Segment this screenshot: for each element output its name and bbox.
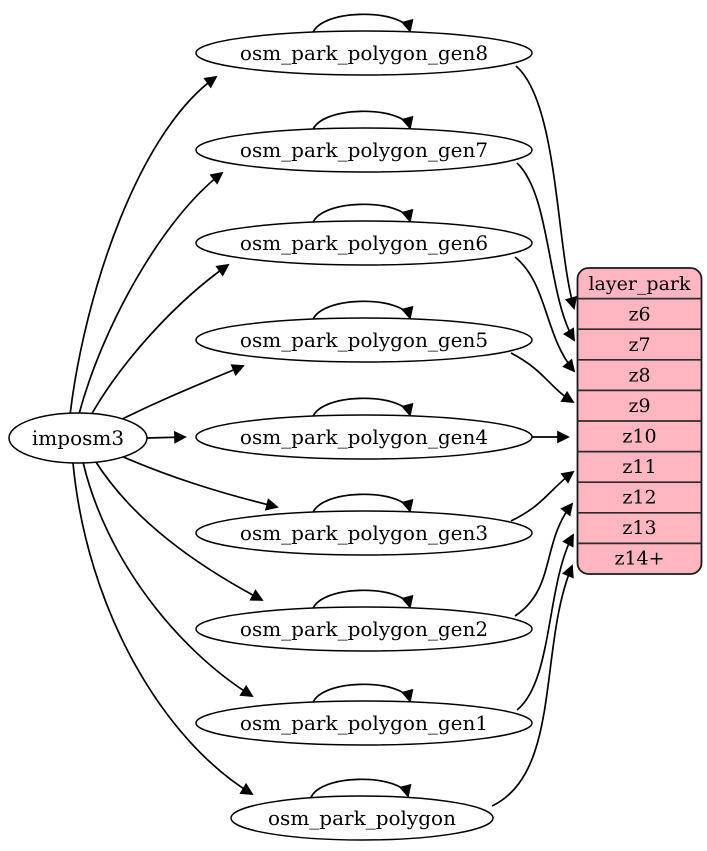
self-loop-gen5 — [311, 300, 414, 324]
node-ellipse — [195, 414, 533, 460]
edge-gen8-to-z6 — [515, 65, 578, 310]
edge-imposm3-to-gen6 — [89, 263, 230, 418]
self-loop-gen3 — [311, 493, 414, 517]
layer-row-z13: z13 — [622, 517, 656, 539]
layer-row-z6: z6 — [628, 304, 650, 326]
node-ellipse — [195, 30, 533, 76]
node-label: osm_park_polygon_gen2 — [240, 617, 488, 641]
node-imposm3: imposm3 — [8, 412, 148, 464]
edge-gen3-to-z11 — [510, 470, 575, 522]
self-loop-gen1 — [311, 683, 414, 707]
node-osm-park-polygon-gen8: osm_park_polygon_gen8 — [195, 30, 533, 76]
edge-gen1-to-z13 — [516, 533, 574, 711]
node-ellipse — [230, 795, 494, 841]
layer-row-z9: z9 — [628, 395, 650, 417]
node-label: osm_park_polygon_gen3 — [240, 521, 488, 545]
self-loop-osm-park-polygon — [309, 778, 412, 802]
layer-row-z7: z7 — [628, 334, 650, 356]
node-label: osm_park_polygon — [268, 806, 456, 830]
node-osm-park-polygon-gen6: osm_park_polygon_gen6 — [195, 220, 533, 266]
edge-gen6-to-z8 — [514, 256, 576, 373]
self-loop-gen7 — [311, 110, 414, 134]
node-osm-park-polygon-gen5: osm_park_polygon_gen5 — [195, 317, 533, 363]
layer-row-z10: z10 — [622, 426, 656, 448]
edge-gen5-to-z9 — [510, 352, 575, 403]
edges-tables-to-layer — [491, 65, 578, 807]
edge-imposm3-to-gen2 — [93, 458, 264, 601]
edges-source-to-tables — [69, 75, 279, 795]
node-label: osm_park_polygon_gen1 — [240, 711, 488, 735]
layer-row-z8: z8 — [628, 365, 650, 387]
edge-imposm3-to-gen7 — [78, 171, 224, 415]
node-imposm3-label: imposm3 — [32, 426, 124, 450]
edge-imposm3-to-gen4 — [146, 430, 187, 444]
self-loop-gen4 — [311, 397, 414, 421]
self-loop-edges — [309, 13, 414, 802]
edge-imposm3-to-gen1 — [82, 461, 254, 698]
node-osm-park-polygon: osm_park_polygon — [230, 795, 494, 841]
self-loop-gen8 — [311, 13, 414, 37]
edge-gen2-to-z12 — [514, 502, 574, 617]
layer-table-header: layer_park — [588, 273, 691, 295]
node-osm-park-polygon-gen2: osm_park_polygon_gen2 — [195, 606, 533, 652]
node-label: osm_park_polygon_gen6 — [240, 231, 488, 255]
edge-imposm3-to-gen8 — [69, 75, 218, 416]
node-ellipse — [195, 700, 533, 746]
layer-row-z14plus: z14+ — [614, 548, 664, 570]
node-ellipse — [195, 606, 533, 652]
node-osm-park-polygon-gen4: osm_park_polygon_gen4 — [195, 414, 533, 460]
node-ellipse — [195, 510, 533, 556]
layer-table: layer_park z6 z7 z8 z9 z10 z11 z12 z13 z… — [576, 267, 703, 575]
node-ellipse — [195, 220, 533, 266]
node-label: osm_park_polygon_gen4 — [240, 425, 488, 449]
edge-osm-park-polygon-to-z14plus — [491, 564, 574, 807]
edge-gen7-to-z7 — [516, 162, 575, 342]
node-label: osm_park_polygon_gen8 — [240, 41, 488, 65]
layer-row-z12: z12 — [622, 487, 656, 509]
self-loop-gen6 — [311, 203, 414, 227]
self-loop-gen2 — [311, 589, 414, 613]
layer-row-z11: z11 — [622, 456, 656, 478]
node-ellipse — [195, 317, 533, 363]
edge-imposm3-to-gen5 — [111, 364, 245, 425]
edge-imposm3-to-osm-park-polygon — [72, 462, 254, 795]
node-label: osm_park_polygon_gen7 — [240, 138, 488, 162]
node-imposm3-ellipse — [8, 412, 148, 464]
node-ellipse — [195, 127, 533, 173]
edge-imposm3-to-gen3 — [111, 451, 279, 511]
node-osm-park-polygon-gen1: osm_park_polygon_gen1 — [195, 700, 533, 746]
node-label: osm_park_polygon_gen5 — [240, 328, 488, 352]
node-osm-park-polygon-gen3: osm_park_polygon_gen3 — [195, 510, 533, 556]
node-osm-park-polygon-gen7: osm_park_polygon_gen7 — [195, 127, 533, 173]
